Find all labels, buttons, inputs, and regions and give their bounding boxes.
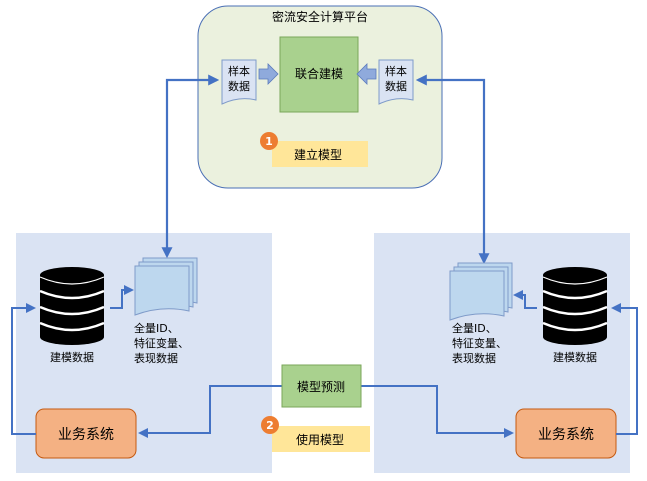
right-database-icon bbox=[542, 267, 608, 345]
step2-label-box bbox=[272, 426, 370, 452]
block-arrow-left-icon bbox=[356, 63, 377, 85]
svg-text:样本: 样本 bbox=[228, 64, 250, 78]
left-database-label: 建模数据 bbox=[50, 350, 94, 364]
connector-right-system-to-db bbox=[611, 303, 638, 435]
step2-badge bbox=[261, 416, 279, 434]
step1-badge bbox=[260, 132, 278, 150]
left-multi-doc-icon bbox=[134, 257, 198, 316]
left-doc-line-2: 特征变量、 bbox=[134, 336, 189, 350]
platform-title: 密流安全计算平台 bbox=[272, 9, 368, 24]
right-multi-doc-icon bbox=[449, 262, 513, 321]
block-arrow-right-icon bbox=[258, 63, 279, 85]
svg-text:样本: 样本 bbox=[385, 64, 407, 78]
step1-label: 建立模型 bbox=[294, 147, 342, 162]
right-doc-line-2: 特征变量、 bbox=[452, 336, 507, 350]
left-database-icon bbox=[39, 267, 105, 345]
model-prediction-box bbox=[281, 364, 362, 408]
svg-text:数据: 数据 bbox=[385, 79, 407, 93]
left-doc-line-1: 全量ID、 bbox=[134, 321, 179, 335]
connector-left-db-to-doc bbox=[110, 285, 134, 309]
left-business-system-label: 业务系统 bbox=[58, 427, 114, 443]
connector-right-db-to-doc bbox=[513, 290, 537, 309]
joint-modeling-label: 联合建模 bbox=[295, 66, 343, 81]
right-doc-line-3: 表现数据 bbox=[452, 351, 496, 365]
right-business-system-label: 业务系统 bbox=[538, 427, 594, 443]
step2-label: 使用模型 bbox=[296, 432, 344, 447]
connector-right-doc-to-platform bbox=[415, 74, 490, 265]
connector-left-system-to-db bbox=[11, 303, 36, 435]
right-database-label: 建模数据 bbox=[553, 350, 597, 364]
connector-left-doc-to-platform bbox=[161, 74, 220, 259]
step2-number: 2 bbox=[266, 419, 274, 432]
svg-text:数据: 数据 bbox=[228, 79, 250, 93]
left-doc-line-3: 表现数据 bbox=[134, 351, 178, 365]
sample-doc-left: 样本 数据 bbox=[221, 59, 257, 105]
right-doc-line-1: 全量ID、 bbox=[452, 321, 497, 335]
connector-prediction-to-right-system bbox=[361, 385, 514, 438]
connector-prediction-to-left-system bbox=[138, 385, 282, 438]
step1-number: 1 bbox=[265, 135, 273, 148]
sample-doc-right: 样本 数据 bbox=[378, 59, 414, 105]
model-prediction-label: 模型预测 bbox=[297, 380, 345, 394]
step1-label-box bbox=[272, 141, 368, 167]
